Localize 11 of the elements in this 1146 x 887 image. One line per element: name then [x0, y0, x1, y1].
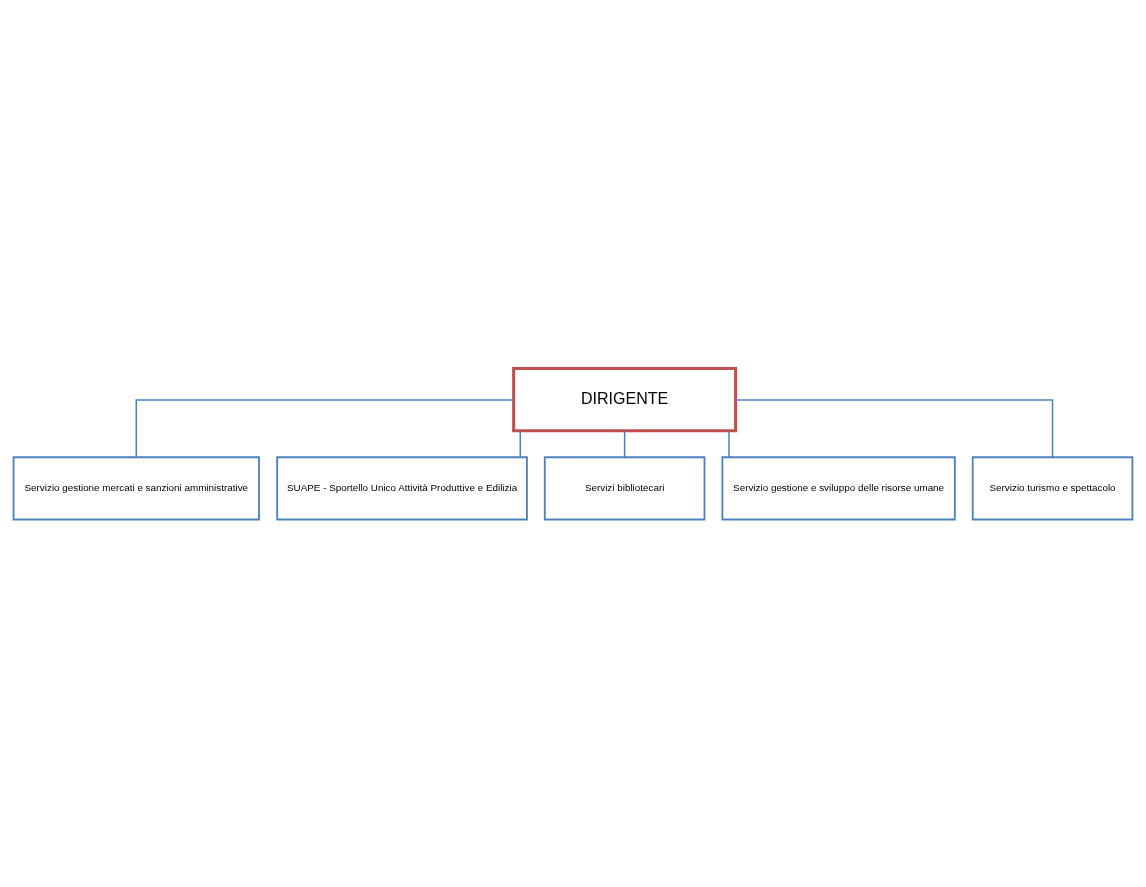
- node-box: Servizio gestione mercati e sanzioni amministrative: [12, 455, 260, 520]
- connector: [623, 429, 626, 458]
- node-box: Servizio gestione e sviluppo delle risorse umane: [721, 455, 956, 520]
- node-box: DIRIGENTE: [512, 366, 738, 432]
- connector: [734, 398, 1054, 458]
- connector: [135, 398, 515, 458]
- node-box: Servizi bibliotecari: [543, 455, 706, 520]
- connector: [728, 429, 730, 458]
- node-box: Servizio turismo e spettacolo: [971, 455, 1134, 520]
- connector: [519, 429, 522, 458]
- node-box: SUAPE - Sportello Unico Attività Produttive e Edilizia: [276, 455, 528, 520]
